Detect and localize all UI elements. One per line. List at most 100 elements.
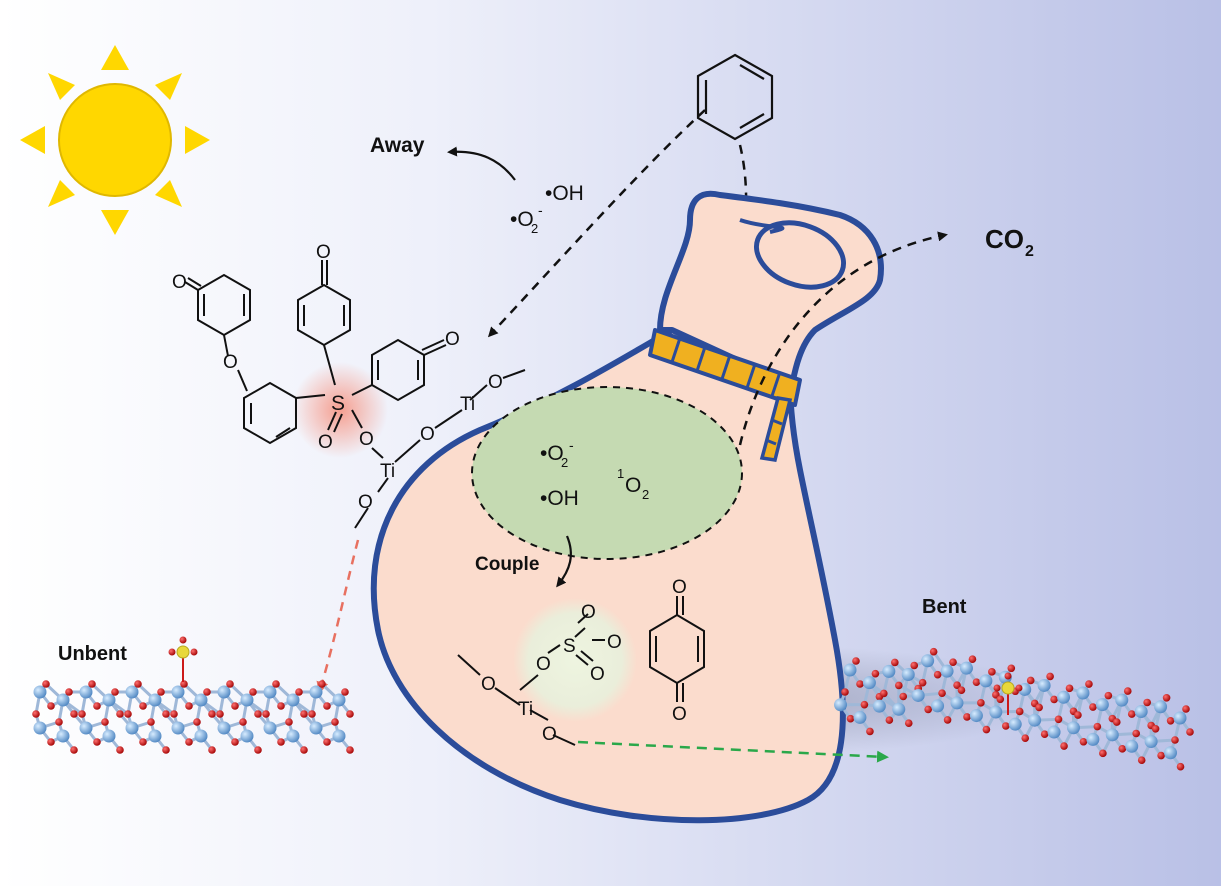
unbent-o-atom [331,718,339,726]
unbent-o-atom [32,710,40,718]
svg-text:O: O [536,654,551,675]
unbent-o-atom [285,718,293,726]
label-away: Away [370,134,425,157]
bent-o-atom [1177,763,1185,771]
unbent-o-atom [249,688,257,696]
bent-o-atom [1046,673,1054,681]
unbent-o-atom [300,746,308,754]
bent-o-atom [895,682,903,690]
bent-o-atom [841,688,849,696]
label-couple: Couple [475,554,539,575]
bent-ti-atom [902,668,915,681]
svg-text:2: 2 [531,221,538,236]
bent-sulfate-o-atom [1016,685,1023,692]
svg-text:O: O [316,242,331,263]
svg-text:O: O [488,372,503,393]
bent-o-atom [1060,742,1068,750]
svg-text:-: - [538,202,543,218]
unbent-o-atom [226,680,234,688]
unbent-o-atom [170,710,178,718]
bent-o-atom [1085,680,1093,688]
unbent-o-atom [262,710,270,718]
svg-text:2: 2 [561,455,568,470]
bent-ti-atom [834,698,847,711]
svg-text:Ti: Ti [518,699,533,720]
bent-sulfate-o-atom [1005,673,1012,680]
bent-ti-atom [1115,694,1128,707]
bent-o-atom [1007,664,1015,672]
bent-o-atom [1152,725,1160,733]
bent-o-atom [1074,711,1082,719]
bent-ti-atom [970,709,983,722]
unbent-ti-atom [34,722,47,735]
unbent-o-atom [162,746,170,754]
bent-ti-atom [1154,700,1167,713]
bent-o-atom [856,680,864,688]
unbent-ti-atom [195,730,208,743]
unbent-o-atom [162,710,170,718]
bent-o-atom [905,719,913,727]
bent-ti-atom [1145,735,1158,748]
bent-ti-atom [892,703,905,716]
unbent-o-atom [318,680,326,688]
bent-o-atom [1094,723,1102,731]
unbent-o-atom [239,718,247,726]
bent-ti-atom [1125,740,1138,753]
bent-o-atom [1182,705,1190,713]
bent-o-atom [1002,722,1010,730]
bent-o-atom [983,726,991,734]
svg-text:1: 1 [617,466,624,481]
bent-o-atom [1143,699,1151,707]
radical-oh-outside: •OH [545,182,584,205]
bent-o-atom [996,695,1004,703]
bent-ti-atom [950,696,963,709]
bent-o-atom [1035,704,1043,712]
bent-o-atom [1089,703,1097,711]
bent-ti-atom [873,700,886,713]
svg-text:O: O [318,432,333,453]
benzoquinone-o-bottom: O [672,704,687,725]
bent-o-atom [1118,745,1126,753]
bent-o-atom [1105,692,1113,700]
bent-o-atom [1171,736,1179,744]
bent-o-atom [958,686,966,694]
unbent-o-atom [70,710,78,718]
svg-text:Ti: Ti [460,394,475,415]
unbent-o-atom [341,688,349,696]
unbent-o-atom [254,710,262,718]
unbent-o-atom [277,738,285,746]
svg-text:O: O [590,664,605,685]
bent-o-atom [847,715,855,723]
bent-ti-atom [1106,728,1119,741]
unbent-ti-atom [103,730,116,743]
bent-o-atom [1066,685,1074,693]
bent-o-atom [1124,687,1132,695]
unbent-o-atom [323,702,331,710]
bent-ti-atom [1028,714,1041,727]
unbent-o-atom [134,680,142,688]
svg-text:O: O [607,632,622,653]
unbent-o-atom [147,718,155,726]
unbent-o-atom [323,738,331,746]
bent-o-atom [1055,716,1063,724]
unbent-ti-atom [333,730,346,743]
bent-o-atom [1021,734,1029,742]
svg-text:2: 2 [642,487,649,502]
bent-o-atom [1113,718,1121,726]
bent-ti-atom [844,664,857,677]
unbent-o-atom [300,710,308,718]
bent-ti-atom [979,674,992,687]
bent-o-atom [1050,696,1058,704]
unbent-o-atom [254,746,262,754]
bent-ti-atom [1048,726,1061,739]
bent-ti-atom [1135,705,1148,718]
bent-o-atom [1041,730,1049,738]
svg-text:-: - [569,437,574,453]
bent-o-atom [977,699,985,707]
unbent-o-atom [157,688,165,696]
bent-o-atom [866,728,874,736]
label-unbent: Unbent [58,643,127,665]
bent-o-atom [872,670,880,678]
unbent-ti-atom [172,722,185,735]
bent-ti-atom [863,676,876,689]
